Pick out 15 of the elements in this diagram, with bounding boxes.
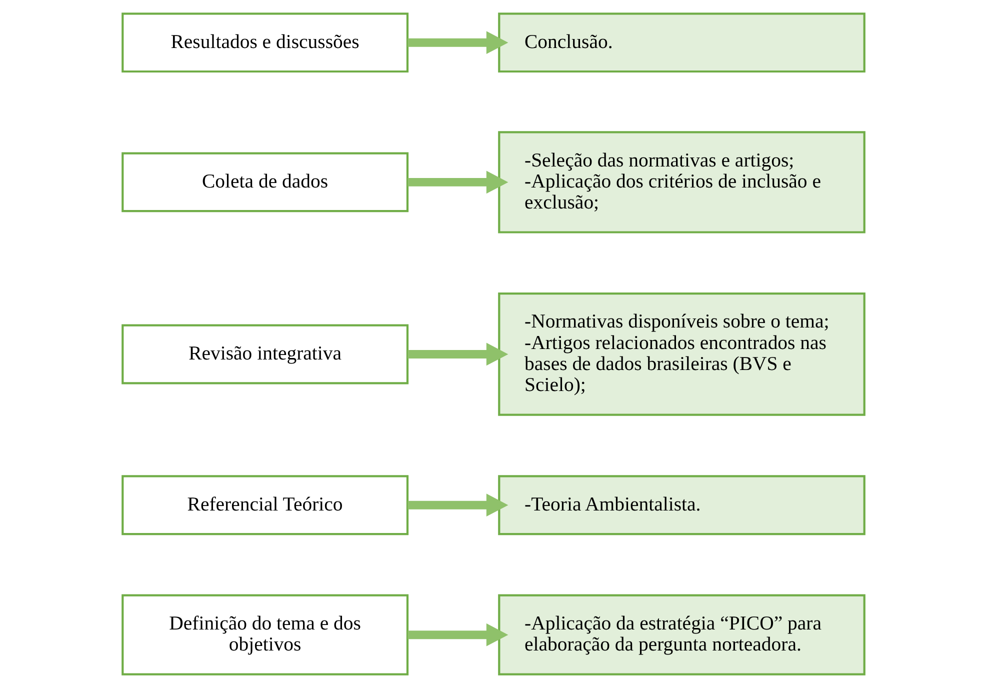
node-box: Resultados e discussões: [122, 12, 409, 73]
node-box: -Normativas disponíveis sobre o tema; -Artigos relacionados encontrados nas bases de dados brasileiras (BVS e Scielo);: [498, 292, 866, 416]
arrow: [408, 623, 508, 646]
arrow: [408, 494, 508, 517]
node-box: Conclusão.: [498, 12, 866, 73]
arrow: [408, 31, 508, 54]
node-box: -Seleção das normativas e artigos; -Aplicação dos critérios de inclusão e exclusão;: [498, 131, 866, 234]
node-box: -Teoria Ambientalista.: [498, 475, 866, 536]
arrow: [408, 342, 508, 366]
node-box: Definição do tema e dos objetivos: [122, 594, 409, 676]
arrow: [408, 170, 508, 194]
node-box: Referencial Teórico: [122, 475, 409, 536]
node-box: -Aplicação da estratégia “PICO” para elaboração da pergunta norteadora.: [498, 594, 866, 676]
node-box: Coleta de dados: [122, 152, 409, 212]
node-box: Revisão integrativa: [122, 324, 409, 384]
